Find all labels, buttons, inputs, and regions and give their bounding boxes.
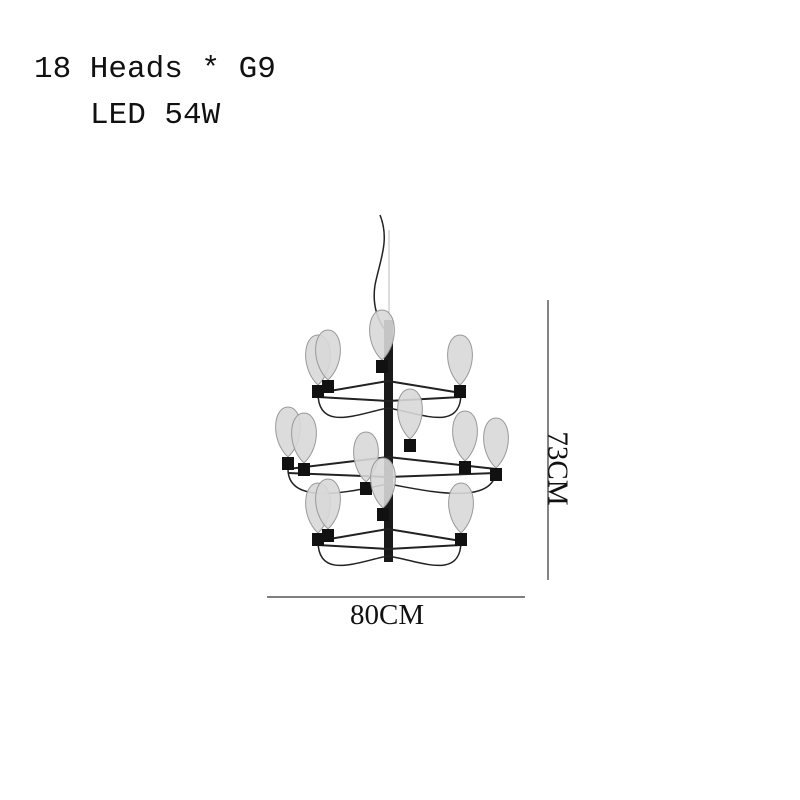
socket-1 (322, 380, 334, 393)
wire-loop-2 (317, 540, 462, 567)
socket-9 (459, 461, 471, 474)
wire-loop-0 (317, 392, 462, 419)
bulb-9 (452, 410, 478, 462)
socket-3 (454, 385, 466, 398)
heads-spec: 18 Heads * G9 (34, 52, 276, 87)
socket-5 (282, 457, 294, 470)
bulb-3 (447, 334, 473, 386)
socket-10 (490, 468, 502, 481)
width-label: 80CM (350, 599, 425, 631)
bulb-4 (397, 388, 423, 440)
arm-tier-2 (317, 527, 462, 551)
bulb-10 (483, 417, 509, 469)
socket-11 (312, 533, 324, 546)
bulb-8 (370, 457, 396, 509)
socket-2 (376, 360, 388, 373)
socket-12 (322, 529, 334, 542)
bulb-6 (291, 412, 317, 464)
chandelier (275, 214, 509, 567)
bulb-2 (369, 309, 395, 361)
power-spec: LED 54W (90, 98, 221, 133)
socket-7 (360, 482, 372, 495)
arm-tier-0 (317, 379, 462, 403)
socket-13 (455, 533, 467, 546)
height-label: 73CM (541, 431, 574, 506)
socket-6 (298, 463, 310, 476)
center-pole (384, 320, 393, 562)
socket-0 (312, 385, 324, 398)
bulb-12 (315, 478, 341, 530)
bulb-1 (315, 329, 341, 381)
socket-4 (404, 439, 416, 452)
socket-8 (377, 508, 389, 521)
bulb-13 (448, 482, 474, 534)
